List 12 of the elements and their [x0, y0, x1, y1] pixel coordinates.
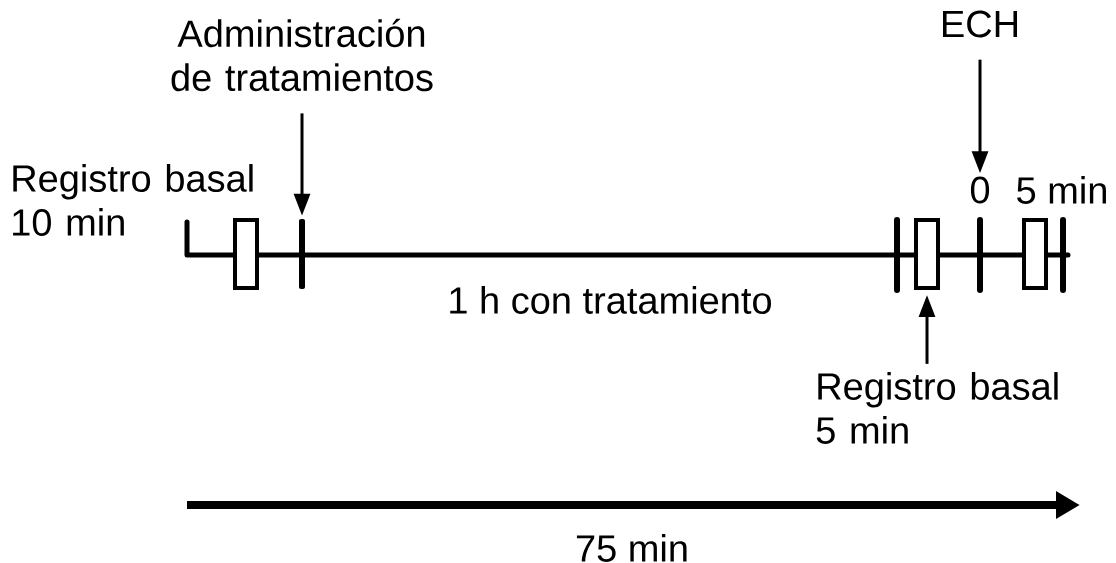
annotation-text: Administración de tratamientos — [171, 18, 433, 92]
annotation-text: Registro basal 5 min — [816, 372, 1058, 444]
tick-mark — [299, 219, 305, 289]
phase-label: 1 h con tratamiento — [450, 286, 771, 314]
duration-label: Registro basal 10 min — [13, 164, 253, 236]
time-label: 5 min — [1017, 176, 1106, 204]
time-label: 0 — [970, 176, 990, 204]
annotation-text: ECH — [943, 10, 1017, 38]
duration-label: 75 min — [576, 534, 687, 562]
recording-box — [233, 218, 259, 290]
recording-box — [914, 218, 940, 290]
recording-box — [1022, 218, 1048, 290]
